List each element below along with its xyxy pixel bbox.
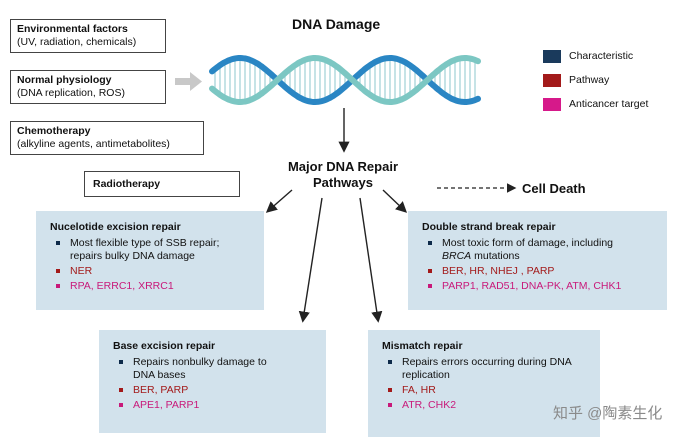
legend-swatch xyxy=(543,73,561,87)
legend-label: Characteristic xyxy=(569,50,634,62)
box-target: APE1, PARP1 xyxy=(113,399,316,412)
cause-detail: (UV, radiation, chemicals) xyxy=(17,36,137,48)
input-arrow xyxy=(175,72,202,91)
text-italic: BRCA xyxy=(442,250,472,262)
text-part: mutations xyxy=(471,250,520,262)
cause-normal-physiology: Normal physiology (DNA replication, ROS) xyxy=(10,70,166,104)
cause-detail: (DNA replication, ROS) xyxy=(17,87,125,99)
cause-title: Normal physiology xyxy=(17,74,112,86)
legend: Characteristic Pathway Anticancer target xyxy=(543,44,648,116)
box-characteristic: Repairs errors occurring during DNA repl… xyxy=(382,356,590,382)
box-pathway: NER xyxy=(50,265,254,278)
arrow-to-dsb xyxy=(382,189,408,213)
box-characteristic: Repairs nonbulky damage to DNA bases xyxy=(113,356,316,382)
legend-item-characteristic: Characteristic xyxy=(543,44,648,68)
legend-swatch xyxy=(543,49,561,63)
dna-strand xyxy=(209,55,481,105)
legend-label: Anticancer target xyxy=(569,98,649,110)
box-base-excision-repair: Base excision repair Repairs nonbulky da… xyxy=(99,330,326,433)
box-target: RPA, ERRC1, XRRC1 xyxy=(50,280,254,293)
major-line-1: Major DNA Repair xyxy=(287,159,399,174)
legend-item-anticancer-target: Anticancer target xyxy=(543,92,648,116)
text-part: Most toxic form of damage, including xyxy=(442,237,613,249)
arrow-to-ner xyxy=(265,189,293,213)
diagram-title: DNA Damage xyxy=(292,16,381,32)
cause-radiotherapy: Radiotherapy xyxy=(84,171,240,197)
box-mismatch-repair: Mismatch repair Repairs errors occurring… xyxy=(368,330,600,437)
legend-swatch xyxy=(543,97,561,111)
watermark: 知乎 @陶素生化 xyxy=(553,405,663,422)
box-title: Mismatch repair xyxy=(382,340,463,352)
box-double-strand-break-repair: Double strand break repair Most toxic fo… xyxy=(408,211,667,310)
box-nucleotide-excision-repair: Nucelotide excision repair Most flexible… xyxy=(36,211,264,310)
major-pathways-label: Major DNA Repair Pathways xyxy=(268,159,418,191)
cause-environmental: Environmental factors (UV, radiation, ch… xyxy=(10,19,166,53)
box-title: Nucelotide excision repair xyxy=(50,221,181,233)
box-title: Double strand break repair xyxy=(422,221,556,233)
arrow-to-ber xyxy=(298,197,323,323)
box-pathway: BER, HR, NHEJ , PARP xyxy=(422,265,657,278)
arrow-to-mmr xyxy=(359,197,383,323)
cause-detail: (alkyline agents, antimetabolites) xyxy=(17,138,170,150)
cell-death-label: Cell Death xyxy=(522,181,586,196)
cause-title: Chemotherapy xyxy=(17,125,91,137)
box-pathway: BER, PARP xyxy=(113,384,316,397)
cause-title: Environmental factors xyxy=(17,23,128,35)
major-line-2: Pathways xyxy=(313,175,373,190)
dna-strand xyxy=(209,55,481,105)
box-target: PARP1, RAD51, DNA-PK, ATM, CHK1 xyxy=(422,280,657,293)
box-pathway: FA, HR xyxy=(382,384,590,397)
legend-label: Pathway xyxy=(569,74,610,86)
box-characteristic: Most flexible type of SSB repair; repair… xyxy=(50,237,254,263)
legend-item-pathway: Pathway xyxy=(543,68,648,92)
box-target: ATR, CHK2 xyxy=(382,399,590,412)
cause-chemotherapy: Chemotherapy (alkyline agents, antimetab… xyxy=(10,121,204,155)
box-title: Base excision repair xyxy=(113,340,216,352)
dna-helix-icon xyxy=(209,55,481,105)
